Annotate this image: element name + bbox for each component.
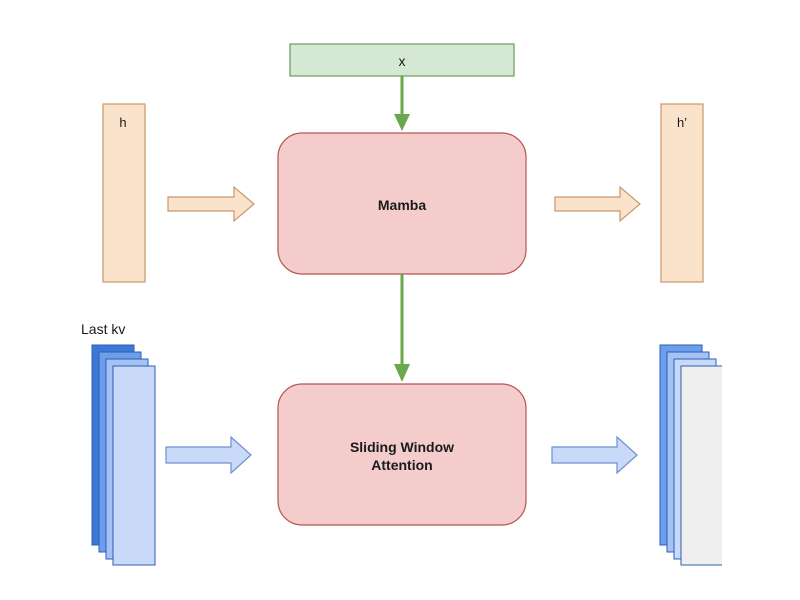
input-x-label: x	[399, 53, 406, 69]
hidden-state-h-label: h	[119, 115, 126, 130]
hidden-state-h-prime: h’	[660, 103, 704, 283]
swa-label-line1: Sliding Window	[350, 439, 454, 455]
arrow-mamba-to-swa	[394, 274, 410, 382]
output-kv-stack	[659, 344, 722, 566]
hidden-state-h: h	[102, 103, 146, 283]
swa-label-line2: Attention	[371, 457, 432, 473]
input-x-box: x	[289, 43, 515, 77]
arrow-mamba-to-h-prime	[554, 185, 641, 223]
last-kv-label: Last kv	[81, 321, 125, 337]
mamba-block: Mamba	[277, 132, 527, 275]
arrow-h-to-mamba	[167, 185, 255, 223]
arrow-kv-to-swa	[165, 435, 252, 475]
arrow-swa-to-output-kv	[551, 435, 638, 475]
mamba-label: Mamba	[378, 197, 426, 213]
last-kv-stack	[91, 344, 156, 566]
arrow-x-to-mamba	[394, 76, 410, 131]
hidden-state-h-prime-label: h’	[677, 115, 687, 130]
sliding-window-attention-block: Sliding Window Attention	[277, 383, 527, 526]
